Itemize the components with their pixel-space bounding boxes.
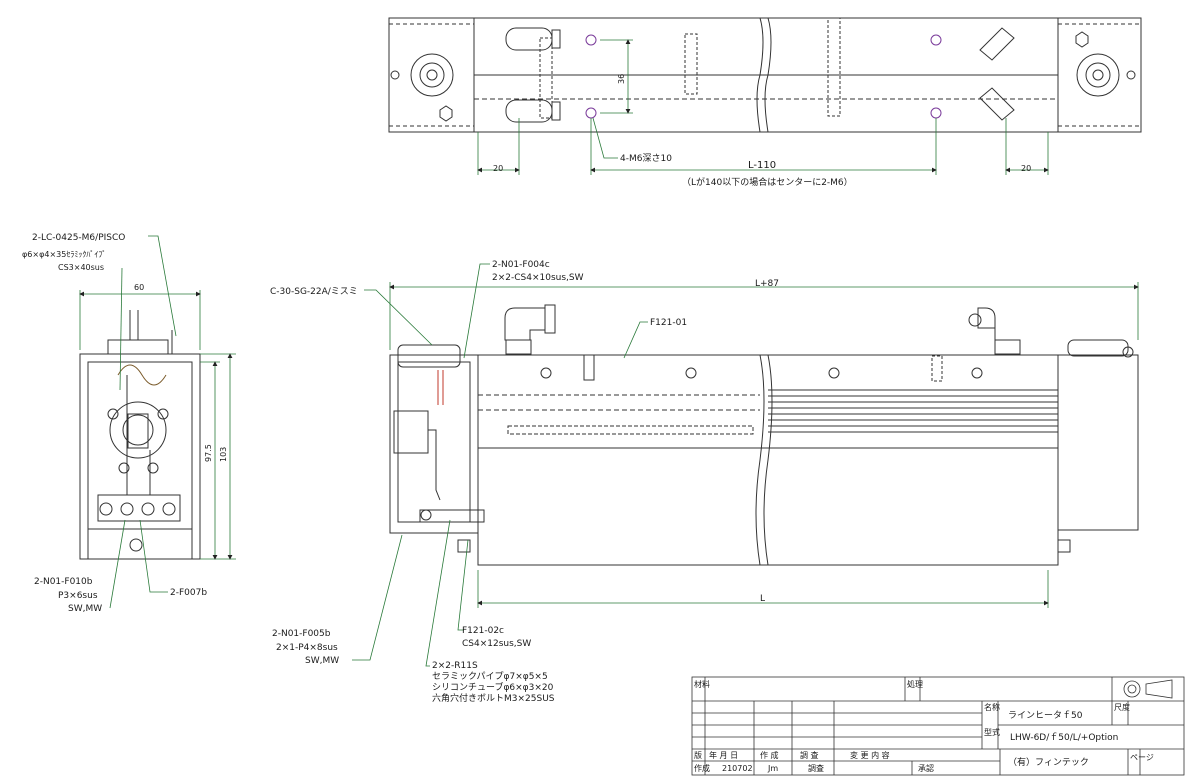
side-view bbox=[79, 310, 201, 560]
side-height-outer: 103 bbox=[219, 447, 228, 462]
callout-r11s-2: セラミックパイプφ7×φ5×5 bbox=[432, 671, 548, 682]
length-note: （Lが140以下の場合はセンターに2-M6） bbox=[682, 176, 853, 188]
callout-connector-top: 2-LC-0425-M6/PISCO bbox=[32, 233, 125, 243]
label-scale: 尺度 bbox=[1114, 702, 1130, 712]
front-view bbox=[389, 304, 1139, 566]
callout-f121-02-1: F121-02c bbox=[462, 626, 504, 636]
label-process: 処理 bbox=[907, 679, 923, 689]
holes-note: 4-M6深さ10 bbox=[620, 153, 672, 164]
length-label-top: L-110 bbox=[748, 160, 776, 171]
callout-pipe-1: φ6×φ4×35ｾﾗﾐｯｸﾊﾟｲﾌﾟ bbox=[22, 250, 106, 259]
rev-header-version: 版 bbox=[694, 750, 702, 760]
model-number: LHW-6D/ｆ50/L/+Option bbox=[1010, 732, 1118, 743]
callout-f121-01: F121-01 bbox=[650, 318, 687, 328]
side-view-dimensions bbox=[79, 235, 236, 609]
front-length-total: L+87 bbox=[755, 279, 779, 289]
callout-terminal-2: P3×6sus bbox=[58, 591, 98, 601]
rev-header-create: 作 成 bbox=[760, 750, 779, 760]
callout-terminal-3: SW,MW bbox=[68, 604, 102, 614]
callout-f004-2: 2×2-CS4×10sus,SW bbox=[492, 273, 584, 283]
right-end-ring-icon bbox=[1076, 53, 1120, 97]
callout-f005-3: SW,MW bbox=[305, 656, 339, 666]
create-date: 210702 bbox=[722, 764, 753, 773]
callout-f007: 2-F007b bbox=[170, 588, 207, 598]
label-material: 材料 bbox=[694, 679, 710, 689]
projection-symbol-icon bbox=[1123, 680, 1141, 698]
front-right-cap bbox=[1057, 354, 1139, 531]
label-page: ページ bbox=[1130, 753, 1154, 762]
left-end-ring-icon bbox=[410, 53, 454, 97]
product-name: ラインヒータｆ50 bbox=[1008, 710, 1083, 721]
top-dim-left: 20 bbox=[493, 164, 503, 173]
side-view-outline bbox=[79, 353, 201, 560]
top-dim-right: 20 bbox=[1021, 164, 1031, 173]
rev-header-check: 調 査 bbox=[800, 750, 819, 760]
callout-pipe-2: CS3×40sus bbox=[58, 263, 104, 272]
front-length-body: L bbox=[760, 594, 765, 604]
create-by: Jm bbox=[767, 764, 778, 773]
front-left-cap bbox=[389, 354, 479, 534]
callout-terminal-1: 2-N01-F010b bbox=[34, 577, 93, 587]
top-view bbox=[388, 17, 1142, 133]
callout-f004-1: 2-N01-F004c bbox=[492, 260, 550, 270]
side-width-label: 60 bbox=[134, 283, 144, 292]
top-dim-vertical: 36 bbox=[617, 74, 626, 84]
label-name: 名称 bbox=[984, 702, 1000, 712]
rev-header-date: 年 月 日 bbox=[709, 750, 738, 760]
callout-f005-1: 2-N01-F005b bbox=[272, 629, 331, 639]
side-height-inner: 97.5 bbox=[204, 444, 213, 462]
title-block bbox=[691, 676, 1185, 776]
callout-c30: C-30-SG-22A/ミスミ bbox=[270, 287, 358, 297]
label-create: 作成 bbox=[694, 763, 710, 773]
callout-r11s-3: シリコンチューブφ6×φ3×20 bbox=[432, 681, 554, 693]
rev-header-changes: 変 更 内 容 bbox=[850, 750, 890, 760]
label-model: 型式 bbox=[984, 727, 1000, 737]
front-view-dimensions bbox=[352, 263, 1139, 667]
callout-f121-02-2: CS4×12sus,SW bbox=[462, 639, 531, 649]
callout-f005-2: 2×1-P4×8sus bbox=[276, 643, 338, 653]
callout-r11s-4: 六角穴付きボルトM3×25SUS bbox=[432, 692, 555, 704]
label-approve: 承認 bbox=[918, 763, 934, 773]
callout-r11s-1: 2×2-R11S bbox=[432, 661, 478, 671]
top-view-dimensions bbox=[477, 39, 1049, 175]
label-check: 調査 bbox=[808, 763, 824, 773]
company-name: （有）フィンテック bbox=[1008, 756, 1089, 768]
top-view-outline bbox=[388, 17, 1142, 133]
